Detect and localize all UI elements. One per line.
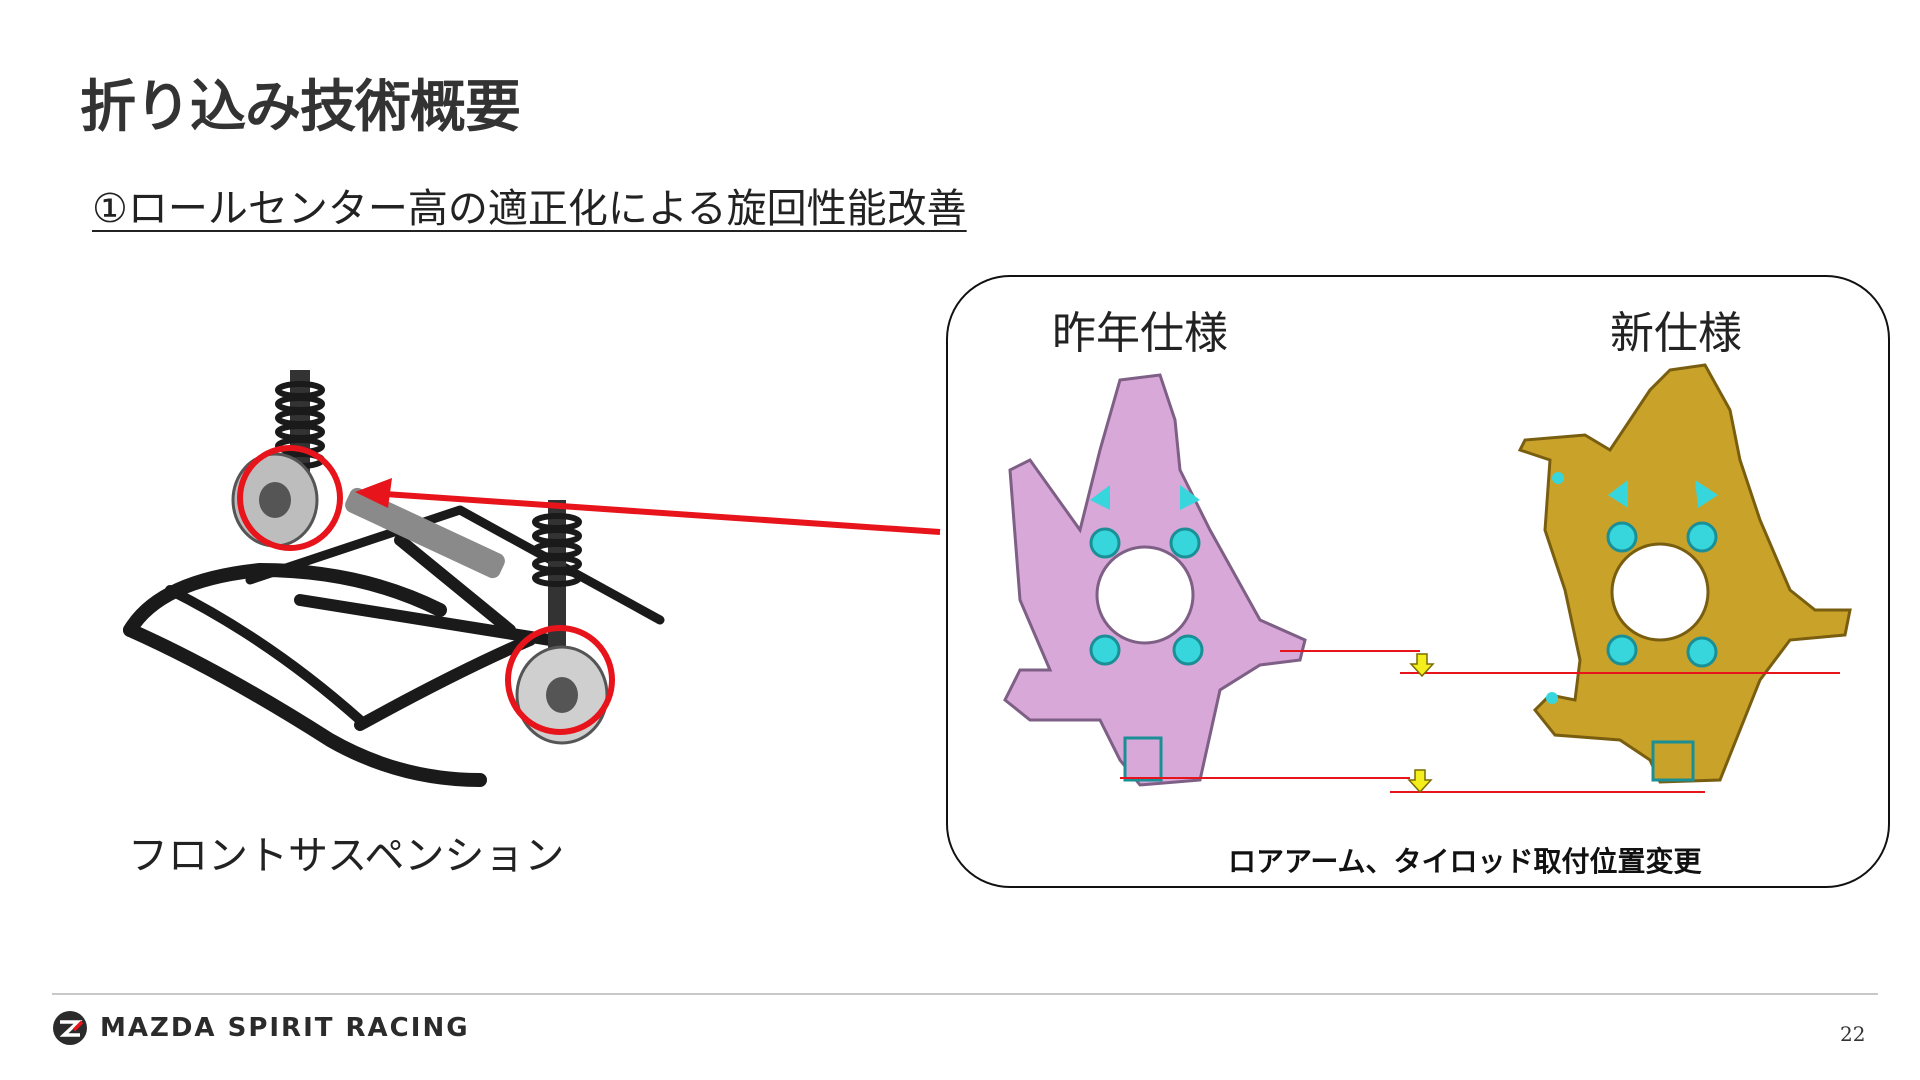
mazda-logo-icon xyxy=(53,1011,87,1045)
front-suspension-image xyxy=(123,370,665,787)
new-knuckle xyxy=(1517,363,1852,784)
section-subtitle: ①ロールセンター高の適正化による旋回性能改善 xyxy=(92,186,967,232)
down-arrow-icon xyxy=(1407,769,1433,794)
page-title: 折り込み技術概要 xyxy=(80,75,521,140)
brand-name: MAZDA SPIRIT RACING xyxy=(100,1013,470,1043)
down-arrow-icon xyxy=(1409,653,1435,678)
brand-logo: MAZDA SPIRIT RACING xyxy=(52,1010,470,1046)
panel-caption: ロアアーム、タイロッド取付位置変更 xyxy=(1228,845,1702,878)
old-knuckle xyxy=(1003,373,1307,787)
page-number: 22 xyxy=(1840,1022,1866,1046)
old-spec-label: 昨年仕様 xyxy=(1052,308,1228,359)
new-spec-label: 新仕様 xyxy=(1610,308,1742,359)
footer-divider xyxy=(52,993,1878,995)
knuckle-comparison-diagram xyxy=(1003,363,1852,794)
suspension-caption: フロントサスペンション xyxy=(128,833,565,879)
comparison-panel xyxy=(946,275,1890,888)
